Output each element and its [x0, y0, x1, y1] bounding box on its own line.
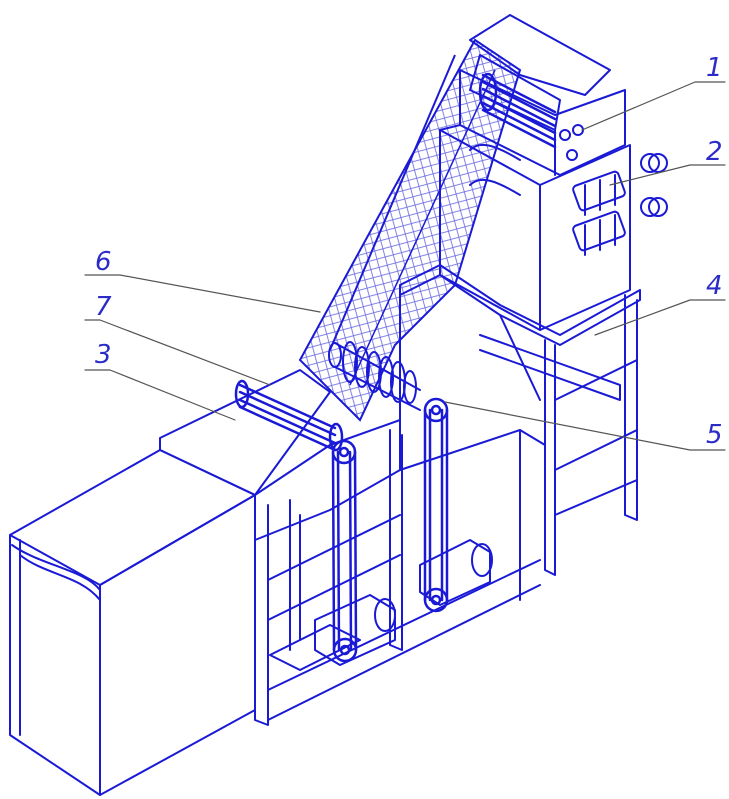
- callout-5: 5: [706, 420, 723, 450]
- callout-4: 4: [706, 271, 723, 301]
- callout-7: 7: [95, 292, 112, 322]
- leader-lines: [84, 81, 726, 451]
- cutting-rollers: [328, 341, 421, 411]
- exit-chute: [9, 449, 256, 796]
- callout-3: 3: [95, 340, 112, 370]
- drive-motors: [314, 539, 493, 666]
- upper-stand: [399, 264, 641, 576]
- inclined-mesh-conveyor: [298, 38, 522, 422]
- belt-drives: [331, 397, 449, 663]
- roller-head: [439, 14, 668, 331]
- callout-6: 6: [95, 247, 112, 277]
- callout-2: 2: [706, 137, 723, 167]
- calender-roller: [234, 379, 344, 452]
- feed-rollers: [478, 72, 557, 149]
- callout-1: 1: [706, 53, 723, 83]
